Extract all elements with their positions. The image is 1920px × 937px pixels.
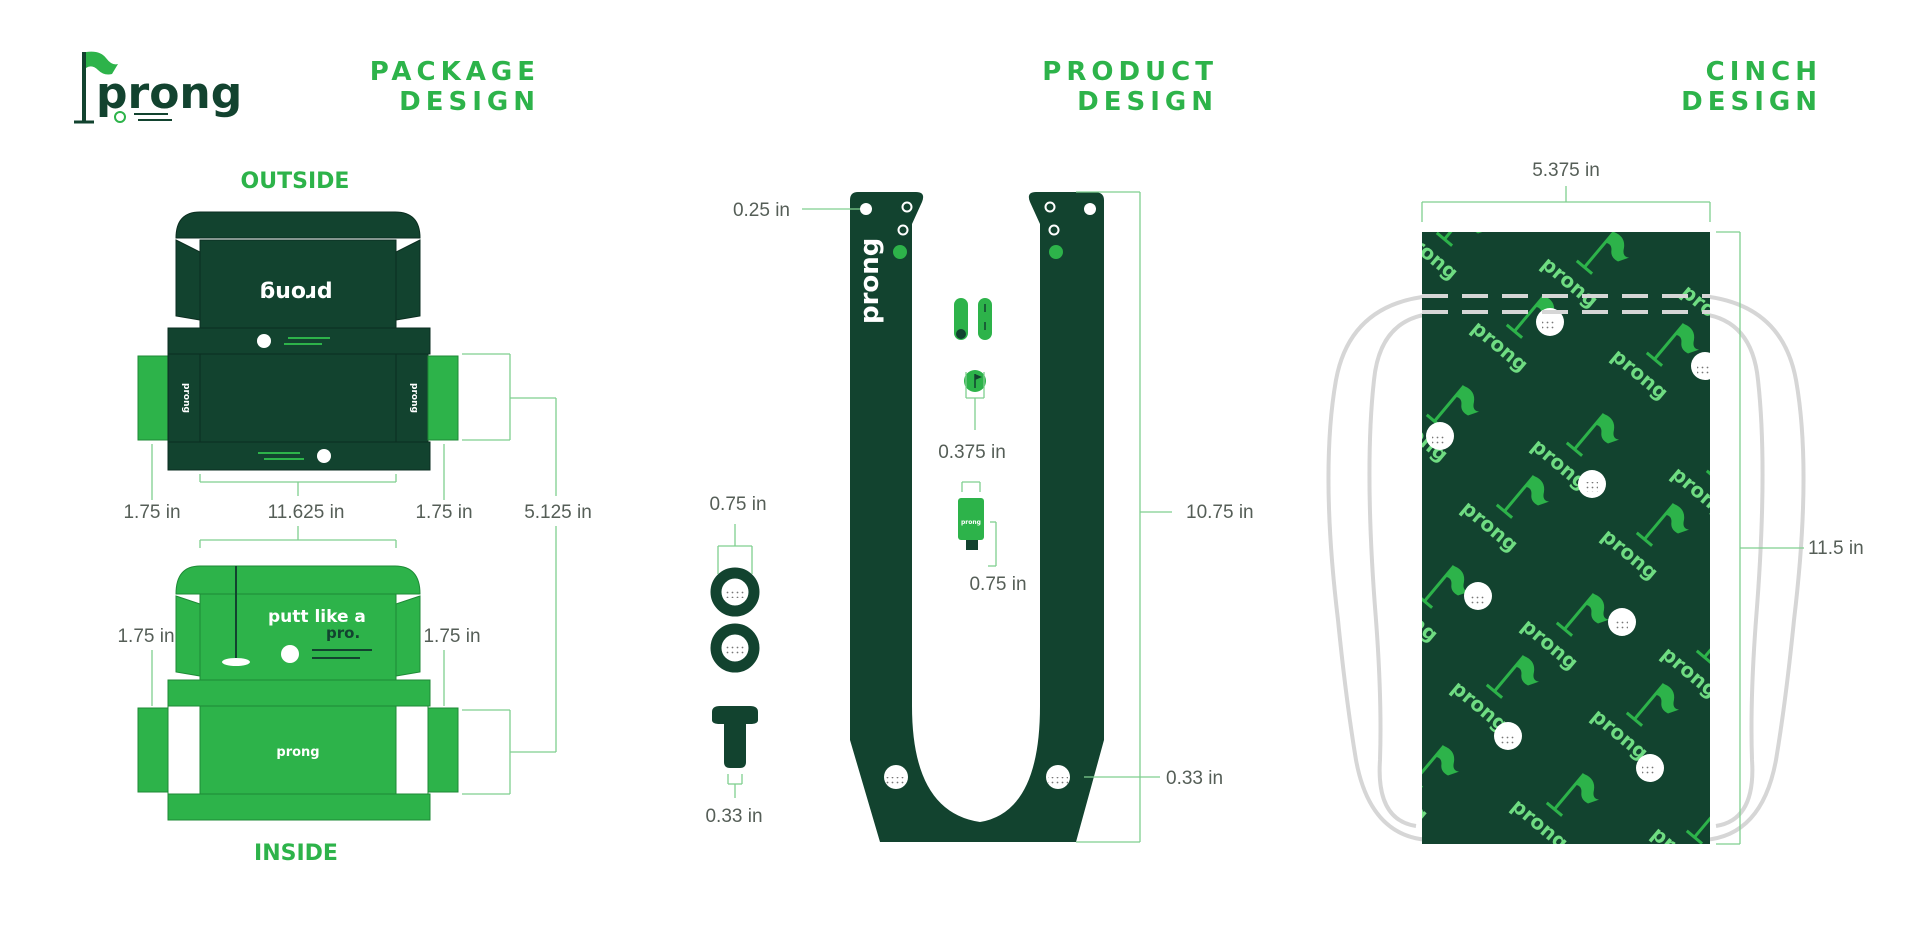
alignment-pegs <box>954 298 992 340</box>
dim-foot: 0.33 in <box>1166 768 1223 789</box>
dim-inner-right: 1.75 in <box>423 626 480 647</box>
dim-bag-height: 11.5 in <box>1808 538 1864 559</box>
ball-marker <box>964 370 986 392</box>
bag-golf-ball-icon <box>1578 470 1606 498</box>
dim-height: 10.75 in <box>1186 502 1254 523</box>
holder-brand: prong <box>961 519 981 526</box>
outside-label: OUTSIDE <box>241 169 350 194</box>
bag-golf-ball-icon <box>1636 754 1664 782</box>
golf-ball-icon <box>114 111 126 123</box>
header-line-1: CINCH <box>1706 57 1822 87</box>
dim-depth: 5.125 in <box>524 502 592 523</box>
header-line-2: DESIGN <box>1681 87 1822 117</box>
peg-holder: prong <box>958 498 984 550</box>
bag-flag-icon <box>1705 469 1710 485</box>
bag-pattern-word: prong <box>1737 551 1803 612</box>
inside-label: INSIDE <box>254 841 338 866</box>
bag-golf-ball-icon <box>1464 582 1492 610</box>
dim-width: 11.625 in <box>268 502 345 523</box>
header-line-2: DESIGN <box>1077 87 1218 117</box>
bag-flag-icon <box>1435 232 1490 247</box>
putt-rings <box>710 567 760 673</box>
bag-golf-ball-icon <box>1494 722 1522 750</box>
bag-pattern-word: prong <box>1727 731 1793 792</box>
product-brand: prong <box>855 238 885 324</box>
tagline-sub: pro. <box>326 624 360 642</box>
header-line-2: DESIGN <box>399 87 540 117</box>
dim-ring: 0.75 in <box>709 494 766 515</box>
putting-gate-product: prong <box>850 192 1104 842</box>
prong-logo: prong <box>74 51 242 124</box>
package-dimension-lines <box>151 353 557 795</box>
bag-golf-ball-icon <box>1536 308 1564 336</box>
bag-flag-icon <box>1575 232 1630 275</box>
bag-flag-icon <box>1625 683 1680 727</box>
cinch-dimension-lines <box>1421 186 1804 845</box>
bag-flag-icon <box>1565 413 1620 457</box>
cinch-design-header: CINCH DESIGN <box>1681 57 1822 117</box>
bag-flag-icon <box>1422 745 1460 789</box>
package-inside-dieline: putt like a pro. prong <box>137 565 459 821</box>
dim-bag-width: 5.375 in <box>1532 160 1600 181</box>
side-panel-brand-left: prong <box>181 383 191 413</box>
tagline-main: putt like a <box>268 607 366 627</box>
bag-flag-icon <box>1717 253 1776 314</box>
bag-flag-icon <box>1422 565 1470 609</box>
package-design-header: PACKAGE DESIGN <box>370 57 540 117</box>
bag-flag-icon <box>1645 323 1700 367</box>
logo-wordmark: prong <box>96 68 242 119</box>
product-design-header: PRODUCT DESIGN <box>1042 57 1218 117</box>
bag-flag-icon <box>1545 773 1600 817</box>
package-outside-dieline: prong prong prong <box>137 211 459 471</box>
dim-side-left: 1.75 in <box>123 502 180 523</box>
flag-icon <box>74 51 118 124</box>
dim-inner-left: 1.75 in <box>117 626 174 647</box>
bag-golf-ball-icon <box>1691 352 1710 380</box>
bag-flag-icon <box>1685 801 1710 844</box>
header-line-1: PACKAGE <box>370 57 540 87</box>
bag-flag-icon <box>1495 475 1550 519</box>
side-panel-brand-right: prong <box>409 383 419 413</box>
product-dimension-lines <box>717 191 1172 843</box>
dim-hole: 0.25 in <box>733 200 790 221</box>
bag-flag-icon <box>1555 593 1610 637</box>
dim-holder-length: 0.75 in <box>969 574 1026 595</box>
bag-flag-icon <box>1485 655 1540 699</box>
dim-side-right: 1.75 in <box>415 502 472 523</box>
tee-peg <box>712 706 758 768</box>
bag-golf-ball-icon <box>1608 608 1636 636</box>
header-line-1: PRODUCT <box>1042 57 1218 87</box>
dim-peg-diameter: 0.375 in <box>938 442 1006 463</box>
bag-flag-icon <box>1695 621 1710 665</box>
cinch-drawstrings <box>1326 294 1806 843</box>
dim-tee: 0.33 in <box>705 806 762 827</box>
inside-center-brand: prong <box>276 745 319 760</box>
bag-golf-ball-icon <box>1426 422 1454 450</box>
bag-flag-icon <box>1635 503 1690 547</box>
box-top-brand: prong <box>259 280 332 305</box>
